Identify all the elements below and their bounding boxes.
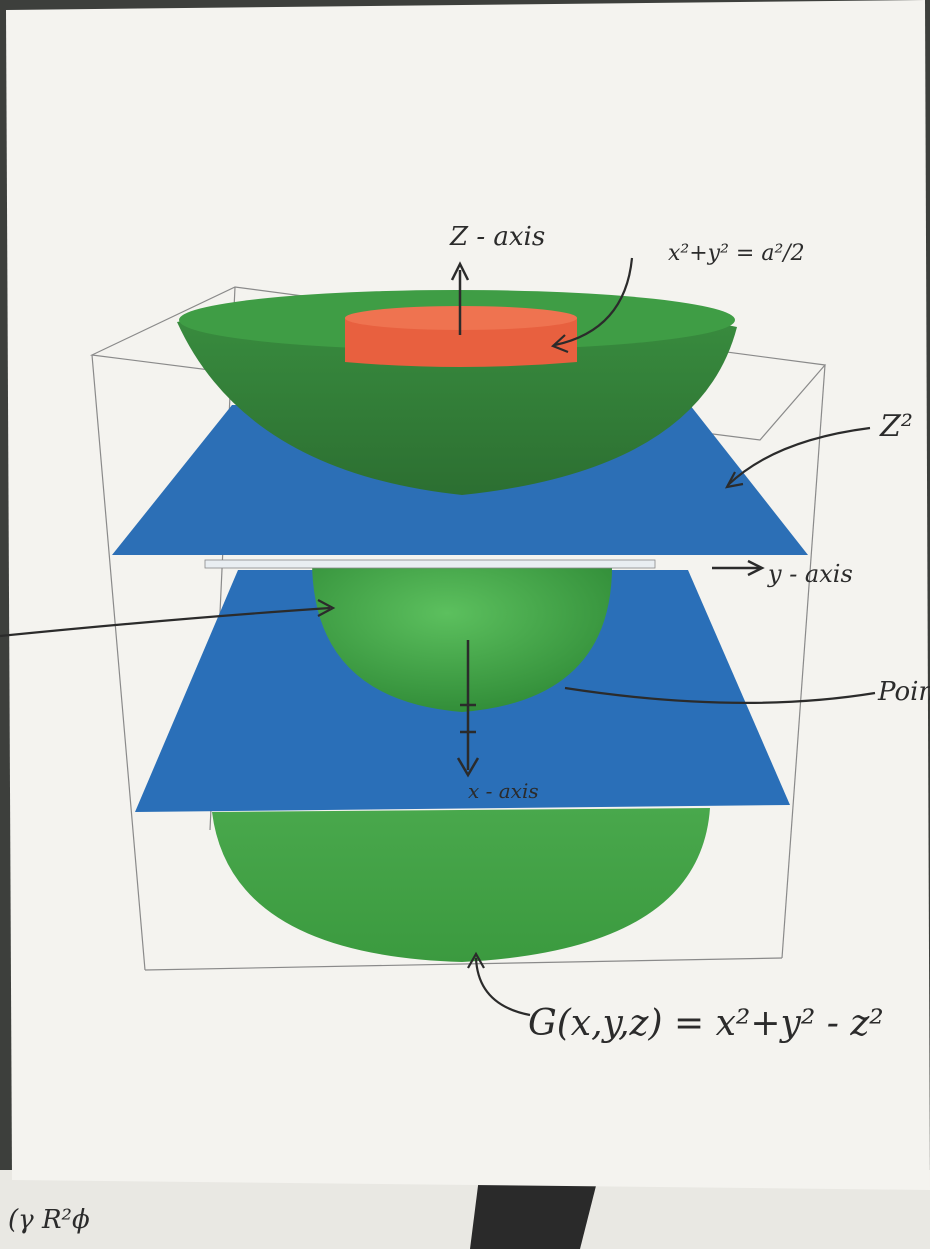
point-pointer [564, 686, 876, 704]
g-pointer [474, 957, 531, 1017]
x-axis-arrow [456, 640, 480, 778]
cylinder [345, 318, 577, 367]
plane-pointer [727, 426, 871, 486]
sphere-pointer [0, 606, 331, 638]
y-axis-label: y - axis [767, 560, 853, 588]
point-label: Poin [877, 677, 930, 707]
y-axis-line [204, 559, 656, 569]
lower-cone [212, 808, 710, 962]
g-equation: G(x,y,z) = x²+y² - z² [528, 1003, 884, 1044]
bottom-scribble: (γ R²ϕ [8, 1205, 90, 1235]
binding-shadow [470, 1170, 600, 1249]
cylinder-pointer [554, 257, 634, 347]
sphere [312, 560, 613, 712]
annotation-arrows [0, 257, 876, 1017]
z-axis-label: Z - axis [449, 222, 545, 252]
z2-label: Z² [879, 409, 913, 444]
x-axis-label: x - axis [468, 779, 539, 803]
y-axis-arrow [712, 559, 765, 577]
z-axis-arrow [450, 261, 470, 335]
cylinder-equation: x²+y² = a²/2 [668, 241, 805, 266]
